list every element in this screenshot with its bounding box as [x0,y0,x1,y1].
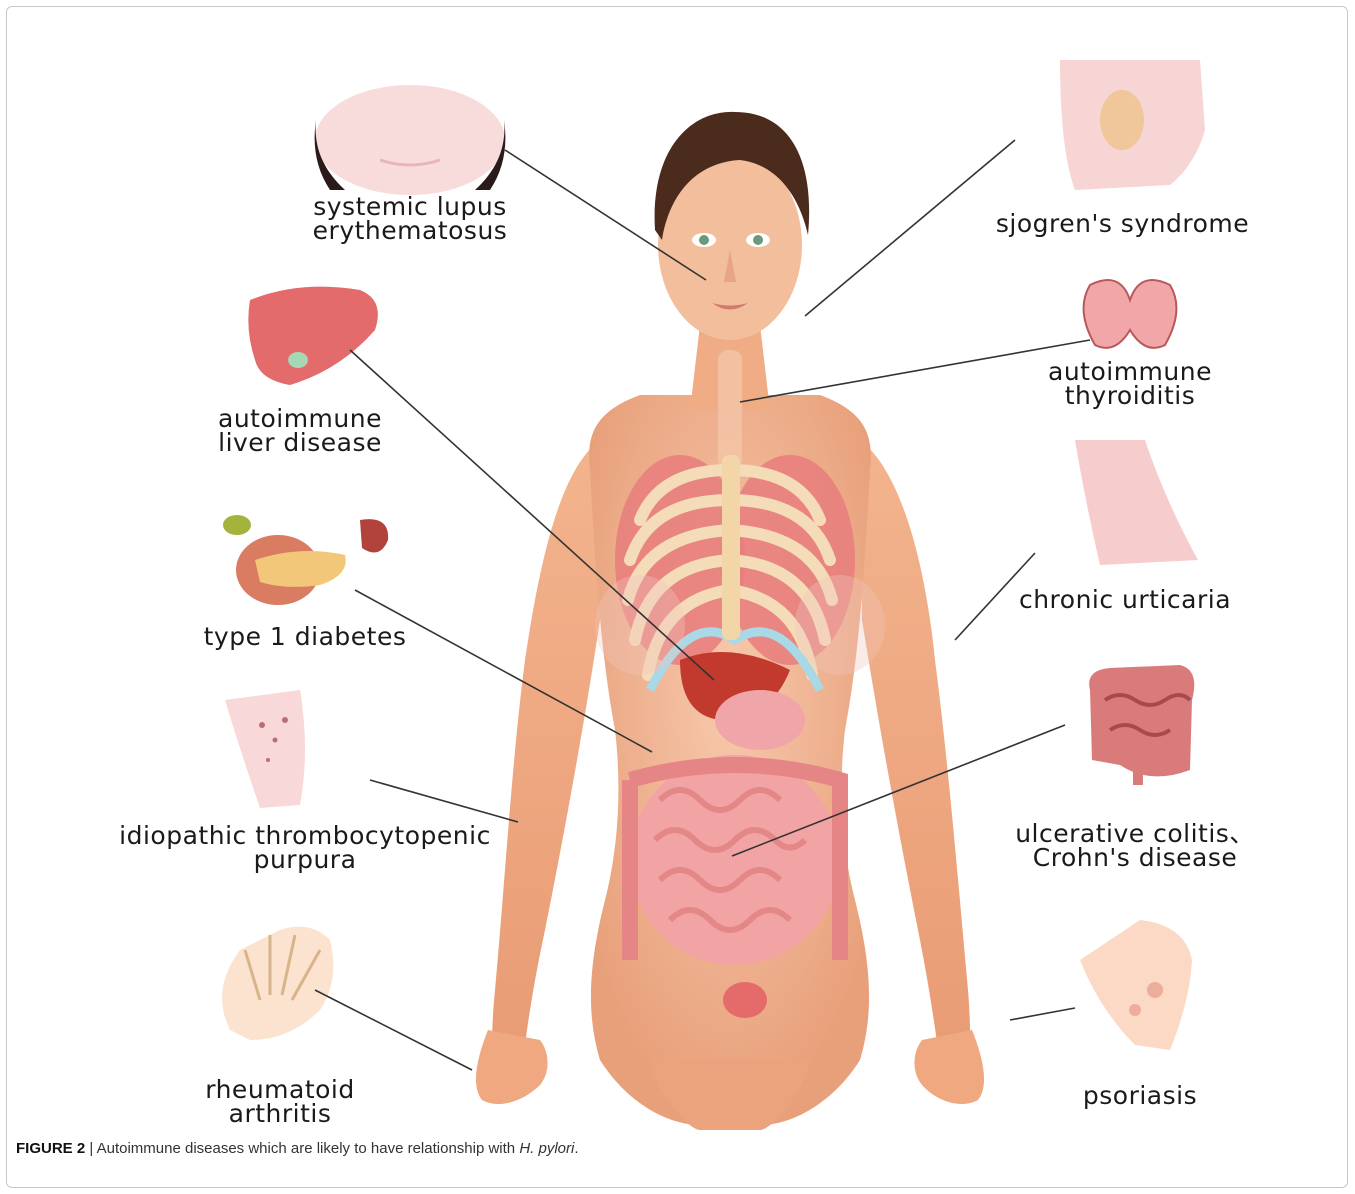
sjogren-face-image [1060,60,1205,190]
label-chronic-urticaria: chronic urticaria [1010,588,1240,612]
label-type-1-diabetes: type 1 diabetes [185,625,425,649]
sternum [722,455,740,640]
figure-number: FIGURE 2 [16,1140,85,1157]
trachea [718,350,742,470]
label-sjogrens-syndrome: sjogren's syndrome [990,212,1255,236]
right-arm [860,440,970,1095]
liver-image [248,287,378,385]
intestines [630,755,840,965]
caption-end: . [574,1140,578,1157]
urticaria-skin-image [1075,440,1198,565]
psoriasis-hand-image [1080,920,1192,1050]
ra-hand-image [222,927,333,1040]
colon-image [1089,665,1194,785]
left-breast [595,575,685,675]
left-hand [476,1030,548,1104]
right-breast [795,575,885,675]
left-arm [492,440,600,1095]
body-figure [476,112,984,1130]
bladder [723,982,767,1018]
caption-text: Autoimmune diseases which are likely to … [97,1140,516,1157]
caption-organism: H. pylori [519,1140,574,1157]
caption-separator: | [89,1140,93,1157]
label-ulcerative-colitis-crohns-disease: ulcerative colitis、Crohn's disease [1010,822,1260,870]
figure-caption: FIGURE 2 | Autoimmune diseases which are… [16,1140,579,1157]
itp-skin-image [225,690,305,808]
right-iris [753,235,763,245]
left-iris [699,235,709,245]
pancreas-image [223,515,388,605]
thyroid-image [1084,280,1177,348]
right-hand [914,1030,984,1104]
lupus-face-image [315,85,506,195]
stomach-organ [715,690,805,750]
label-psoriasis: psoriasis [1070,1084,1210,1108]
